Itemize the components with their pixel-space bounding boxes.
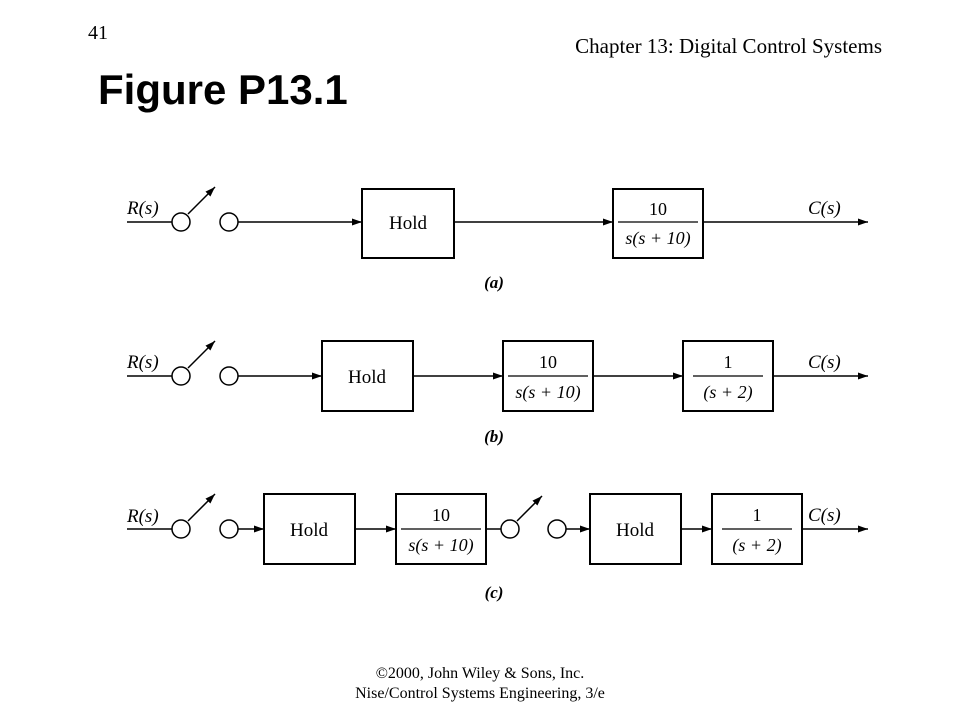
- output-label-a: C(s): [808, 198, 841, 219]
- sampler-pole-b2: [219, 366, 239, 386]
- sampler-pole-a2: [219, 212, 239, 232]
- tf1-num-a: 10: [649, 199, 667, 219]
- sampler-switch-c1: [187, 493, 216, 522]
- input-label-a: R(s): [126, 198, 159, 219]
- tf1-den-c: s(s + 10): [408, 535, 473, 556]
- output-label-b: C(s): [808, 352, 841, 373]
- caption-b: (b): [484, 427, 504, 446]
- plant-block-a: [612, 188, 704, 259]
- sampler-switch-a: [187, 186, 216, 215]
- tf2-den-c: (s + 2): [732, 535, 781, 556]
- sampler-pole-c3: [500, 519, 520, 539]
- hold-label-c1: Hold: [290, 520, 329, 541]
- diagram-b: R(s) Hold 10 s(s + 10) 1 (s + 2) C(s) (b…: [126, 340, 868, 446]
- tf2-den-b: (s + 2): [703, 382, 752, 403]
- sampler-pole-c4: [547, 519, 567, 539]
- figure-title: Figure P13.1: [98, 66, 348, 113]
- hold-label-c2: Hold: [616, 520, 655, 541]
- input-label-b: R(s): [126, 352, 159, 373]
- hold-block-c2: [589, 493, 682, 565]
- hold-block-a: [361, 188, 455, 259]
- tf1-den-a: s(s + 10): [625, 228, 690, 249]
- sampler-pole-c1: [171, 519, 191, 539]
- output-label-c: C(s): [808, 505, 841, 526]
- tf1-den-b: s(s + 10): [515, 382, 580, 403]
- tf2-num-b: 1: [724, 352, 733, 372]
- hold-block-b: [321, 340, 414, 412]
- tf1-num-c: 10: [432, 505, 450, 525]
- footer-book: Nise/Control Systems Engineering, 3/e: [355, 685, 605, 702]
- hold-label-b: Hold: [348, 367, 387, 388]
- input-label-c: R(s): [126, 506, 159, 527]
- sampler-pole-b1: [171, 366, 191, 386]
- caption-a: (a): [484, 273, 504, 292]
- slide-number: 41: [88, 22, 108, 44]
- footer-copyright: ©2000, John Wiley & Sons, Inc.: [375, 665, 585, 682]
- diagram-a: R(s) Hold 10 s(s + 10) C(s) (a): [126, 186, 868, 292]
- sampler-pole-c2: [219, 519, 239, 539]
- tf2-num-c: 1: [753, 505, 762, 525]
- diagram-c: R(s) Hold 10 s(s + 10) Hold 1 (s + 2) C(…: [126, 493, 868, 602]
- caption-c: (c): [485, 583, 504, 602]
- chapter-heading: Chapter 13: Digital Control Systems: [575, 34, 882, 58]
- sampler-switch-c2: [516, 495, 543, 522]
- sampler-pole-a1: [171, 212, 191, 232]
- tf1-num-b: 10: [539, 352, 557, 372]
- hold-label-a: Hold: [389, 213, 428, 234]
- sampler-switch-b: [187, 340, 216, 369]
